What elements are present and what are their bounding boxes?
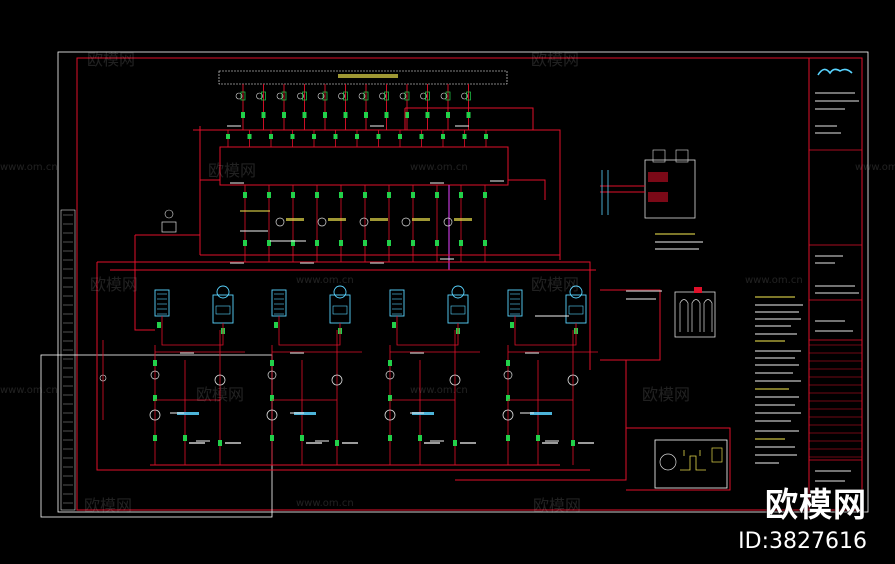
left-title-strip [60,209,76,511]
title-block [808,57,863,511]
storage-tank [600,149,696,219]
upper-pipes [134,107,561,331]
middle-valve-row [161,185,487,262]
main-loop-pipes [96,254,731,491]
outer-frame [57,51,869,513]
design-notes [240,210,803,464]
brand-logo-text: 欧模网 [765,485,867,524]
brand-id-text: ID:3827616 [738,529,867,554]
top-equipment-bar [218,70,508,85]
company-logo-icon [817,68,853,76]
water-treatment-skid [674,287,716,338]
annotation-tags [170,125,559,442]
makeup-water-box [654,439,728,489]
pump-stations [99,330,598,465]
chiller-plant-row [154,285,587,346]
top-terminal-units [226,84,488,147]
